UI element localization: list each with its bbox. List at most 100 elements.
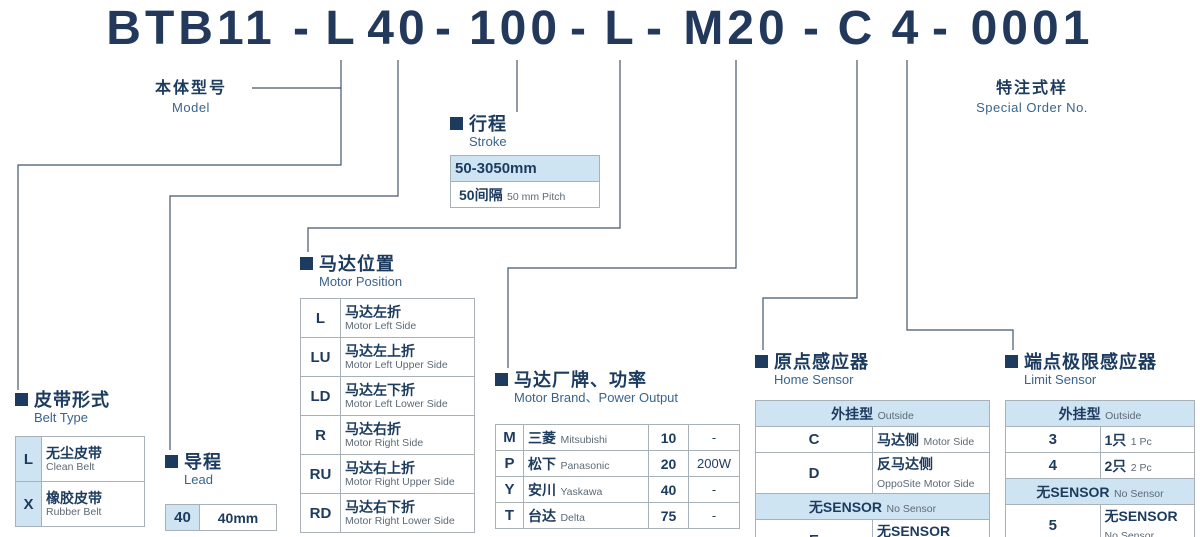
row-desc-zh: 马达右折 — [345, 421, 401, 437]
code-home-sensor: C — [837, 2, 877, 55]
lead-title: 导程 — [165, 450, 277, 472]
table-row: C 马达侧 Motor Side — [755, 426, 990, 453]
group-header-zh: 无SENSOR — [808, 498, 883, 515]
row-desc: 马达右下折 Motor Right Lower Side — [340, 493, 475, 533]
table-row: T 台达 Delta 75 - — [495, 502, 740, 529]
row-desc: 无SENSOR No Sensor — [872, 519, 990, 537]
row-desc: 马达左下折 Motor Left Lower Side — [340, 376, 475, 416]
row-desc-en: Motor Left Lower Side — [345, 398, 448, 410]
row-desc: 无尘皮带 Clean Belt — [41, 436, 145, 482]
lead-title-en: Lead — [184, 472, 213, 487]
row-desc-zh: 马达右下折 — [345, 499, 415, 515]
row-desc: 2只 2 Pc — [1099, 452, 1195, 479]
code-motor-brand: M20 — [683, 2, 789, 55]
motor-brand-title-zh: 马达厂牌、功率 — [514, 370, 647, 390]
row-desc-zh: 1只 — [1104, 431, 1127, 448]
limit-sensor-title-zh: 端点极限感应器 — [1024, 352, 1157, 372]
section-motor-brand: 马达厂牌、功率 Motor Brand、Power Output M 三菱 Mi… — [495, 368, 740, 529]
row-desc-en: Motor Right Side — [345, 437, 424, 449]
table-row: 4 2只 2 Pc — [1005, 452, 1195, 479]
belt-type-table: L 无尘皮带 Clean Belt X 橡胶皮带 Rubber Belt — [15, 436, 145, 527]
row-desc-en: 2 Pc — [1130, 461, 1152, 474]
lead-table: 40 40mm — [165, 504, 277, 531]
row-desc: 马达左上折 Motor Left Upper Side — [340, 337, 475, 377]
code-limit-sensor: 4 — [891, 2, 923, 55]
group-header: 外挂型 Outside — [755, 400, 990, 427]
row-code: D — [755, 452, 873, 494]
group-header-en: No Sensor — [886, 502, 937, 515]
row-desc-zh: 马达左下折 — [345, 382, 415, 398]
stroke-pitch: 50间隔 50 mm Pitch — [450, 181, 600, 208]
row-power-code: 10 — [648, 424, 689, 451]
code-motor-position: L — [604, 2, 638, 55]
row-code: M — [495, 424, 524, 451]
model-label-en: Model — [172, 100, 210, 115]
group-header-en: Outside — [1105, 409, 1142, 422]
row-code: L — [15, 436, 42, 482]
group-header: 无SENSOR No Sensor — [755, 493, 990, 520]
row-brand-zh: 安川 — [528, 481, 556, 498]
table-row: D 反马达侧 OppoSite Motor Side — [755, 452, 990, 494]
row-desc-en: Rubber Belt — [46, 506, 102, 518]
table-row: E 无SENSOR No Sensor — [755, 519, 990, 537]
row-desc-zh: 2只 — [1104, 457, 1127, 474]
row-code: C — [755, 426, 873, 453]
code-special-order: 0001 — [970, 2, 1094, 55]
table-row: LD 马达左下折 Motor Left Lower Side — [300, 376, 475, 416]
limit-sensor-table: 外挂型 Outside 3 1只 1 Pc 4 2只 2 Pc — [1005, 400, 1195, 537]
group-header: 无SENSOR No Sensor — [1005, 478, 1195, 505]
group-header-zh: 外挂型 — [1058, 405, 1101, 422]
table-row: 3 1只 1 Pc — [1005, 426, 1195, 453]
code-separator: - — [932, 2, 952, 55]
row-desc: 马达右折 Motor Right Side — [340, 415, 475, 455]
belt-type-title-zh: 皮带形式 — [34, 390, 110, 410]
row-desc: 马达左折 Motor Left Side — [340, 298, 475, 338]
code-series: BTB11 — [106, 2, 276, 55]
model-label: 本体型号 Model — [155, 74, 227, 115]
stroke-title: 行程 — [450, 112, 600, 134]
row-power: - — [688, 424, 740, 451]
row-code: T — [495, 502, 524, 529]
row-desc-zh: 马达左上折 — [345, 343, 415, 359]
stroke-range: 50-3050mm — [450, 155, 600, 182]
group-header-en: Outside — [877, 409, 914, 422]
home-sensor-title-zh: 原点感应器 — [774, 352, 869, 372]
row-desc-zh: 无SENSOR — [1104, 508, 1178, 524]
table-row: L 无尘皮带 Clean Belt — [15, 436, 145, 482]
section-bullet-icon — [450, 116, 463, 130]
row-brand-en: Yaskawa — [560, 485, 603, 498]
row-code: 4 — [1005, 452, 1101, 479]
table-row: 50-3050mm — [450, 155, 600, 182]
row-desc-zh: 无尘皮带 — [46, 445, 102, 461]
table-row: 5 无SENSOR No Sensor — [1005, 504, 1195, 537]
belt-type-title: 皮带形式 — [15, 388, 145, 410]
row-desc-en: Motor Left Side — [345, 320, 417, 332]
row-desc-en: Clean Belt — [46, 461, 95, 473]
row-desc-zh: 马达右上折 — [345, 460, 415, 476]
row-code: Y — [495, 476, 524, 503]
code-separator: - — [570, 2, 590, 55]
table-row: R 马达右折 Motor Right Side — [300, 415, 475, 455]
row-desc-en: Motor Right Upper Side — [345, 476, 455, 488]
row-desc: 无SENSOR No Sensor — [1099, 504, 1195, 537]
section-motor-position: 马达位置 Motor Position L 马达左折 Motor Left Si… — [300, 252, 475, 533]
table-group-header: 无SENSOR No Sensor — [755, 493, 990, 520]
stroke-title-en: Stroke — [469, 134, 507, 149]
stroke-pitch-en: 50 mm Pitch — [507, 190, 566, 203]
row-code: RD — [300, 493, 341, 533]
table-row: RD 马达右下折 Motor Right Lower Side — [300, 493, 475, 533]
group-header-zh: 无SENSOR — [1036, 483, 1110, 500]
row-desc-zh: 反马达侧 — [877, 456, 933, 472]
row-desc-en: Motor Side — [923, 435, 975, 448]
row-desc-en: OppoSite Motor Side — [877, 478, 975, 490]
row-desc: 橡胶皮带 Rubber Belt — [41, 481, 145, 527]
row-code: E — [755, 519, 873, 537]
table-row: Y 安川 Yaskawa 40 - — [495, 476, 740, 503]
motor-brand-title-en: Motor Brand、Power Output — [514, 390, 679, 405]
section-bullet-icon — [495, 372, 508, 386]
row-desc-en: Motor Right Lower Side — [345, 515, 455, 527]
home-sensor-title-en: Home Sensor — [774, 372, 854, 387]
code-separator: - — [435, 2, 455, 55]
row-code: X — [15, 481, 42, 527]
